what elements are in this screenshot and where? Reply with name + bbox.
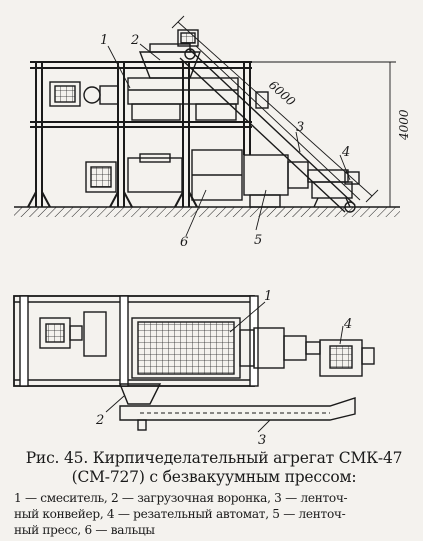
plan-press <box>253 327 321 369</box>
mixer <box>49 77 239 121</box>
plan-cutter <box>319 339 375 377</box>
top-motor <box>177 29 199 47</box>
plan-left-motor <box>39 311 107 357</box>
frame <box>27 61 252 208</box>
conveyor <box>179 45 361 213</box>
brick-machine-drawing: 1 2 3 4 5 6 6000 4000 <box>13 15 411 445</box>
figure-legend: 1 — смеситель, 2 — загрузочная воронка, … <box>14 490 416 538</box>
legend-line-3: ный пресс, 6 — вальцы <box>14 523 155 537</box>
ground <box>14 207 400 217</box>
cutter <box>311 171 360 208</box>
dim-4000-label: 4000 <box>397 109 411 141</box>
dim-6000 <box>171 15 379 203</box>
dim-4000 <box>200 61 396 207</box>
rollers <box>85 149 243 201</box>
press <box>243 154 349 208</box>
plan-conveyor <box>119 397 356 431</box>
side-label-2: 2 <box>130 33 139 48</box>
side-motor <box>255 91 269 109</box>
side-view <box>14 15 400 237</box>
side-label-1: 1 <box>100 33 108 48</box>
plan-label-2: 2 <box>95 413 104 428</box>
hopper <box>138 43 202 79</box>
legend-line-2: ный конвейер, 4 — резательный автомат, 5… <box>14 507 346 521</box>
plan-view <box>13 295 375 433</box>
plan-hopper <box>118 383 162 405</box>
caption-line-1: Рис. 45. Кирпичеделательный агрегат СМК-… <box>25 449 403 467</box>
legend-line-1: 1 — смеситель, 2 — загрузочная воронка, … <box>14 491 348 505</box>
side-label-4: 4 <box>341 145 350 160</box>
dim-6000-label: 6000 <box>266 78 298 109</box>
figure-caption: Рис. 45. Кирпичеделательный агрегат СМК-… <box>14 449 414 487</box>
plan-label-3: 3 <box>258 433 266 445</box>
plan-label-4: 4 <box>343 317 352 332</box>
caption-line-2: (СМ-727) с безвакуумным прессом: <box>71 468 357 486</box>
side-label-3: 3 <box>296 120 304 135</box>
side-label-5: 5 <box>254 233 262 248</box>
plan-label-1: 1 <box>264 289 272 304</box>
side-label-6: 6 <box>180 235 188 250</box>
